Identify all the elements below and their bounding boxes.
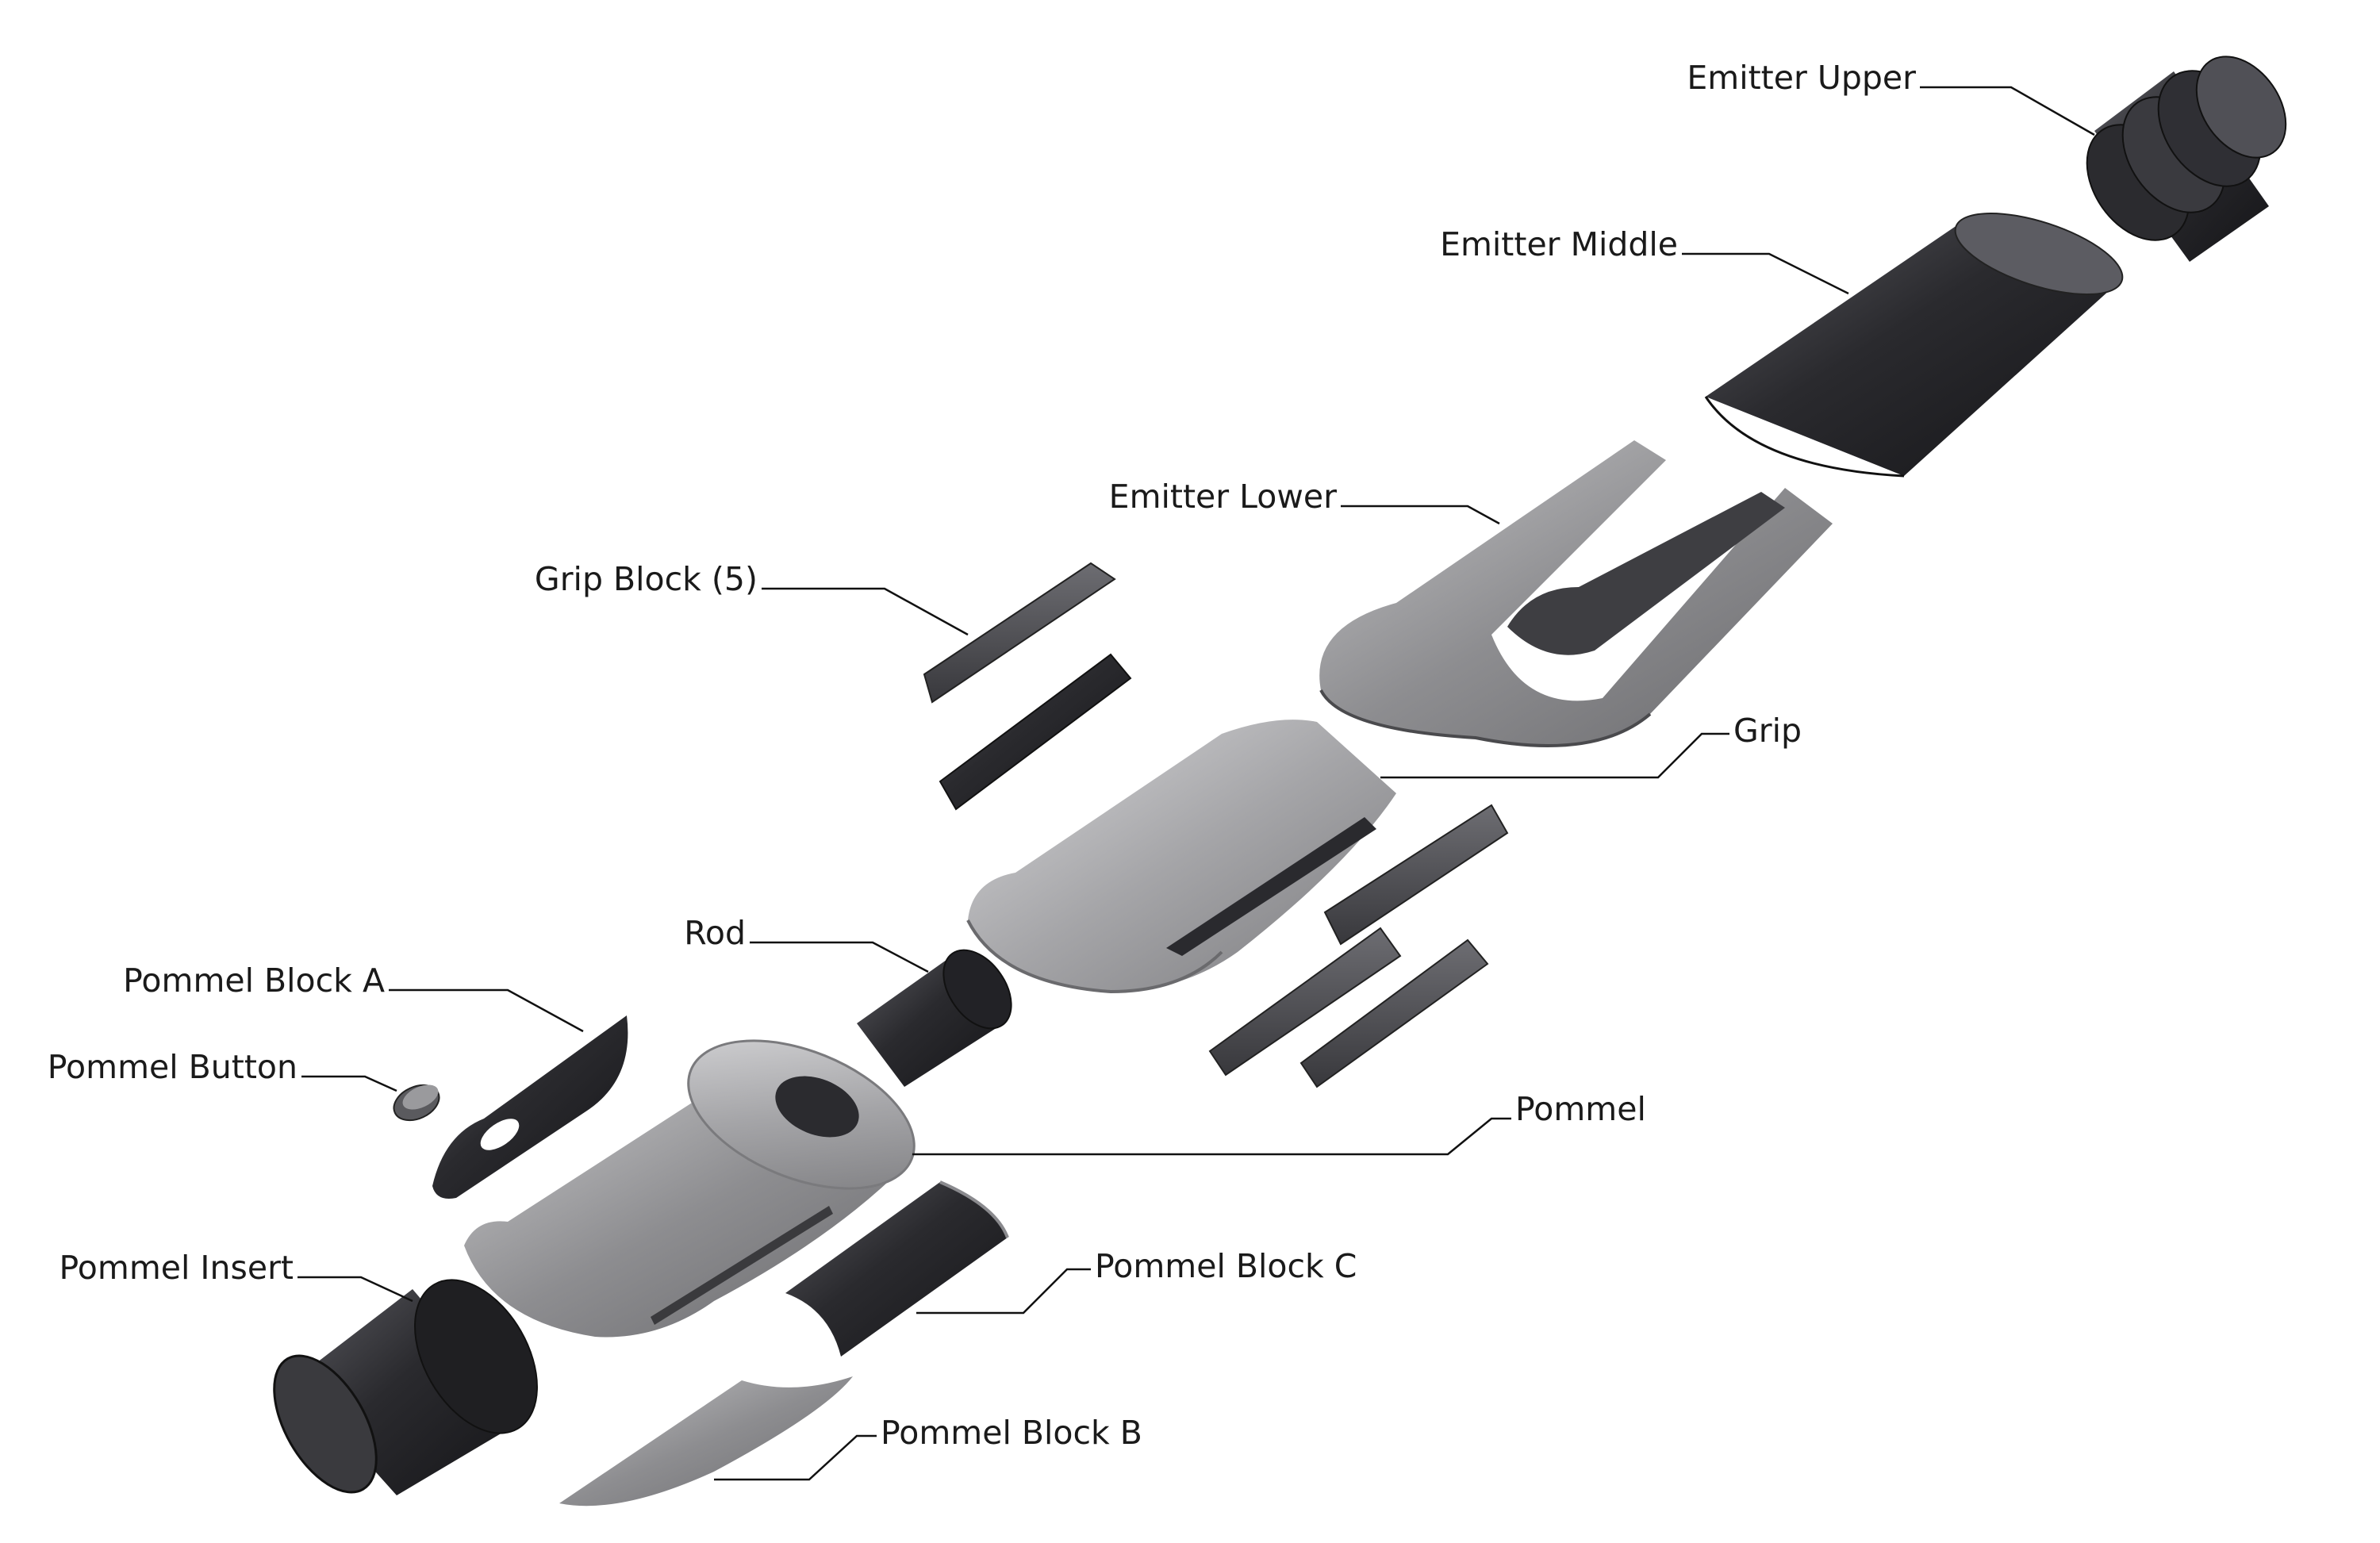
label-pommel-block-c: Pommel Block C [1095,1247,1357,1285]
label-emitter-lower: Emitter Lower [1109,478,1337,516]
label-pommel-block-a: Pommel Block A [123,961,385,1000]
label-pommel-insert: Pommel Insert [60,1249,294,1287]
emitter-middle-part [1704,212,2124,478]
leader-pommel-insert [298,1276,413,1303]
leader-grip [1380,732,1729,779]
label-emitter-upper: Emitter Upper [1687,59,1916,97]
grip-block-parts [923,562,1509,1088]
pommel-insert-part [273,1279,538,1495]
emitter-lower-part [1319,440,1833,747]
pommel-button-part [393,1084,440,1122]
pommel-block-b-part [559,1376,853,1507]
pommel-block-c-part [785,1180,1009,1357]
label-rod: Rod [684,914,746,952]
rod-part [857,949,1012,1087]
label-pommel-block-b: Pommel Block B [881,1414,1142,1452]
leader-emitter-upper [1920,86,2095,136]
emitter-upper-part [2086,56,2287,262]
leader-pommel-block-c [916,1268,1091,1315]
pommel-block-a-part [432,1015,628,1199]
leader-pommel-block-a [389,988,584,1033]
leader-rod [750,941,929,973]
label-emitter-middle: Emitter Middle [1440,225,1678,263]
leader-grip-block [762,587,969,636]
label-pommel: Pommel [1515,1090,1646,1128]
pommel-part [464,1039,916,1338]
leader-emitter-middle [1682,252,1849,295]
grip-part [966,720,1396,994]
leader-pommel-block-b [714,1434,877,1481]
label-grip: Grip [1733,712,1802,750]
leader-pommel [912,1117,1511,1156]
leader-emitter-lower [1341,505,1500,525]
leader-pommel-button [301,1075,397,1092]
label-pommel-button: Pommel Button [48,1048,298,1086]
label-grip-block: Grip Block (5) [535,560,758,598]
